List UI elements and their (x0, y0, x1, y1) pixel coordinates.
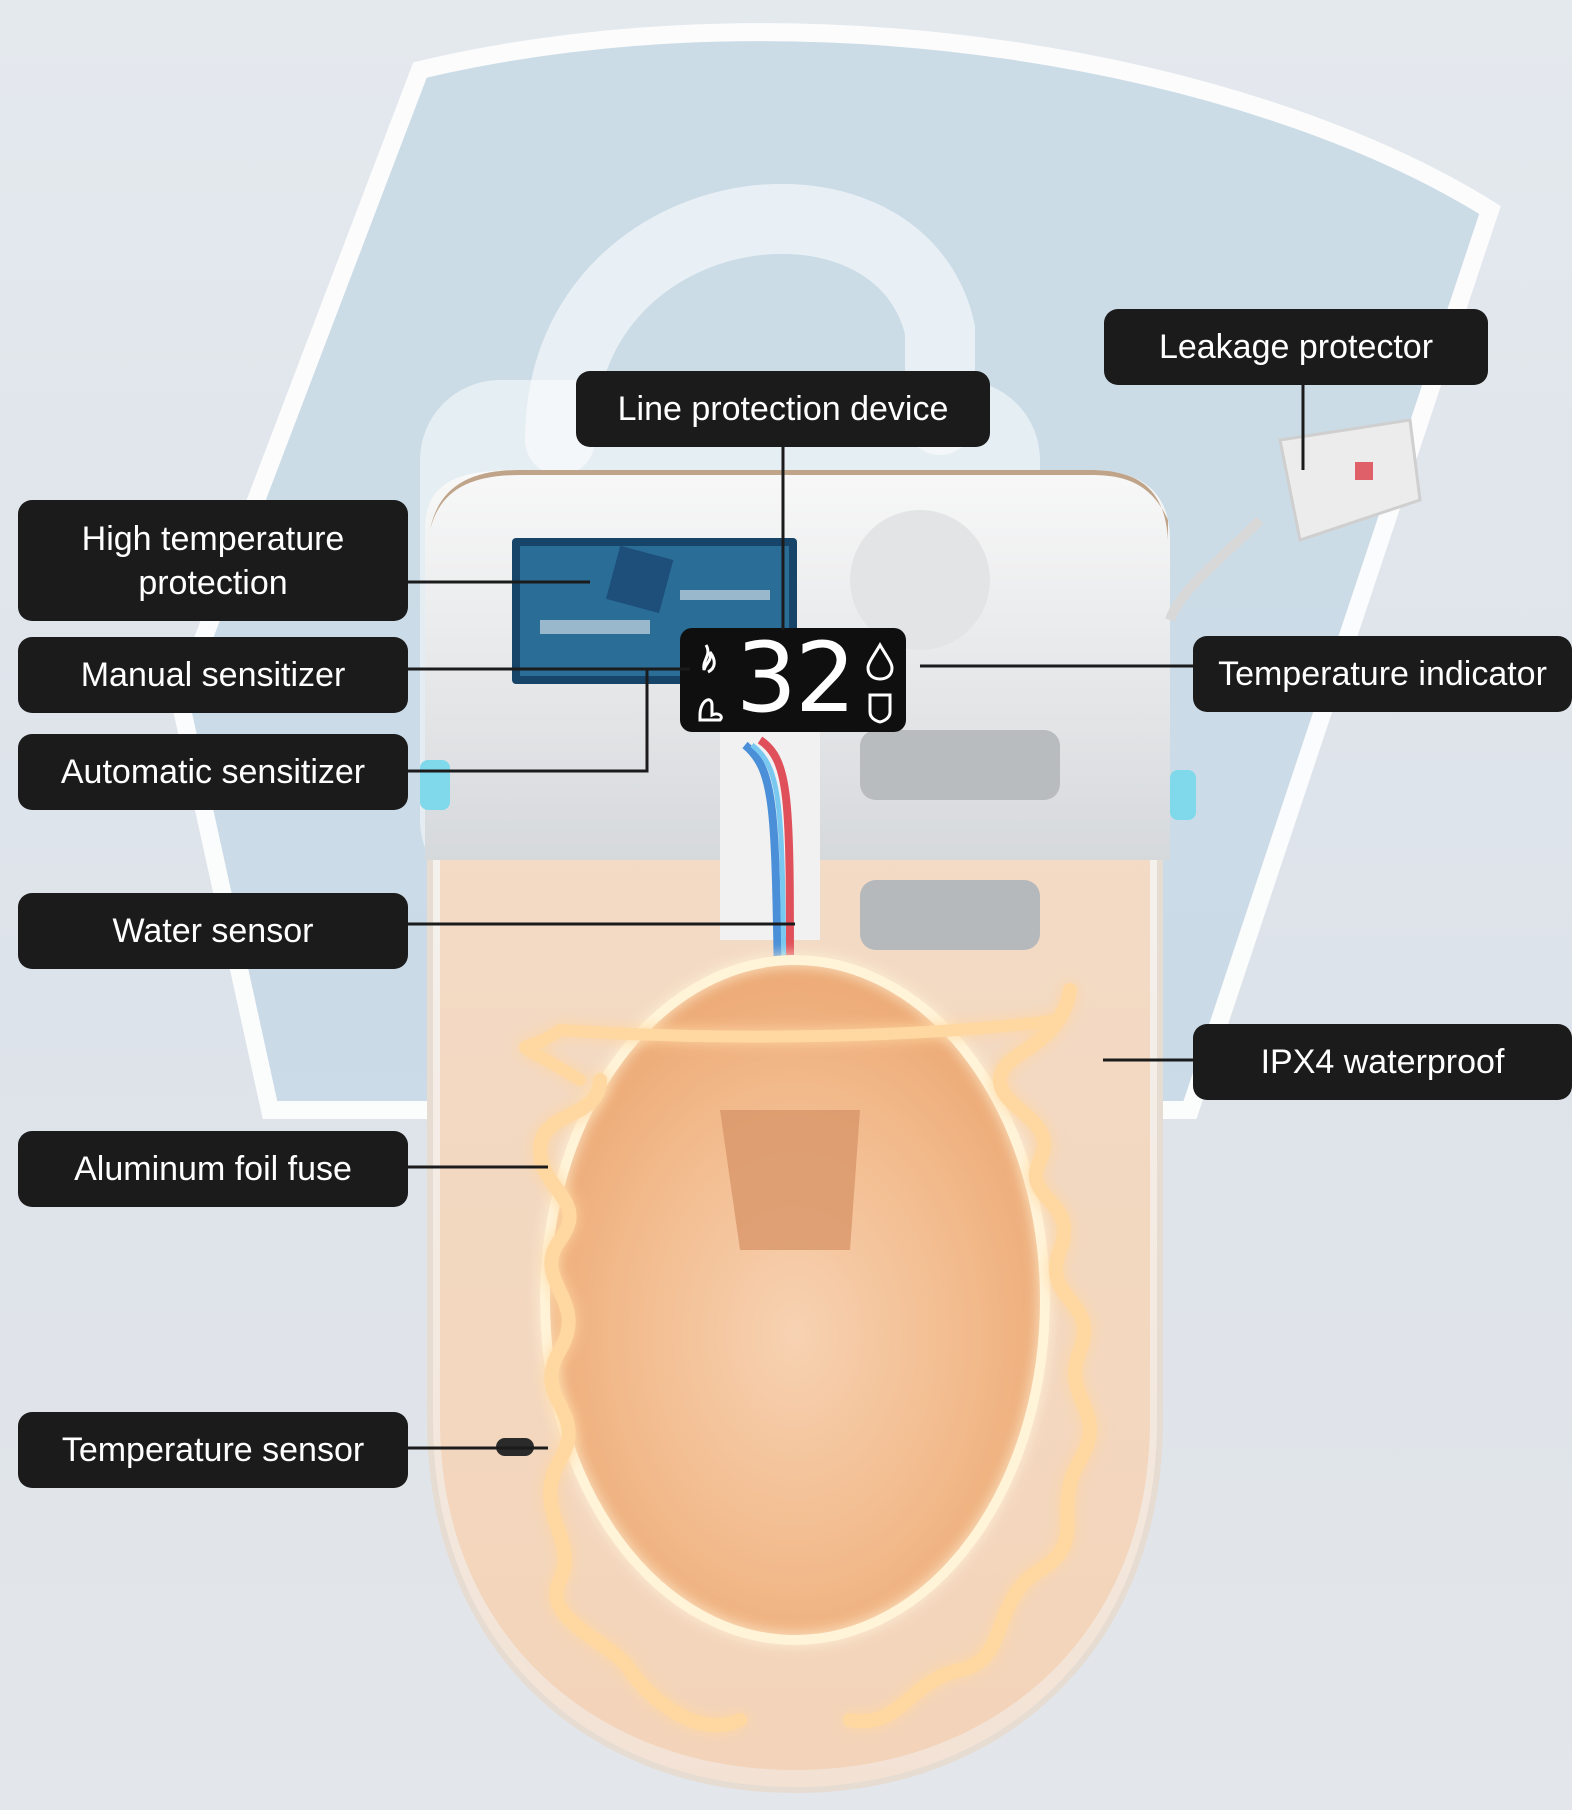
label-temperature-indicator: Temperature indicator (1193, 636, 1572, 712)
label-automatic-sensitizer: Automatic sensitizer (18, 734, 408, 810)
label-ipx4-waterproof: IPX4 waterproof (1193, 1024, 1572, 1100)
bowl (540, 955, 1050, 1645)
label-aluminum-foil-fuse: Aluminum foil fuse (18, 1131, 408, 1207)
label-temperature-sensor: Temperature sensor (18, 1412, 408, 1488)
temperature-value: 32 (735, 628, 855, 728)
label-line-protection-device: Line protection device (576, 371, 990, 447)
label-manual-sensitizer: Manual sensitizer (18, 637, 408, 713)
label-leakage-protector: Leakage protector (1104, 309, 1488, 385)
label-high-temperature-protection: High temperature protection (18, 500, 408, 621)
label-water-sensor: Water sensor (18, 893, 408, 969)
